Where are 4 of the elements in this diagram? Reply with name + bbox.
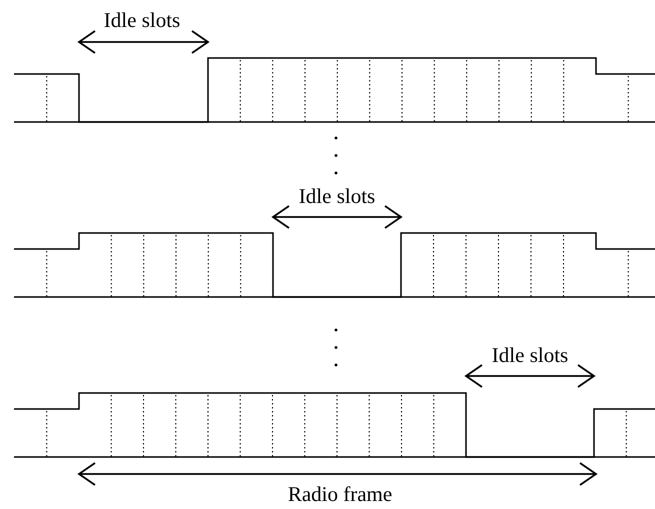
dimension-label: Idle slots xyxy=(492,345,568,366)
dimension-label: Idle slots xyxy=(104,10,180,31)
dimension-label: Idle slots xyxy=(298,186,376,207)
dimension-label: Radio frame xyxy=(288,484,392,505)
